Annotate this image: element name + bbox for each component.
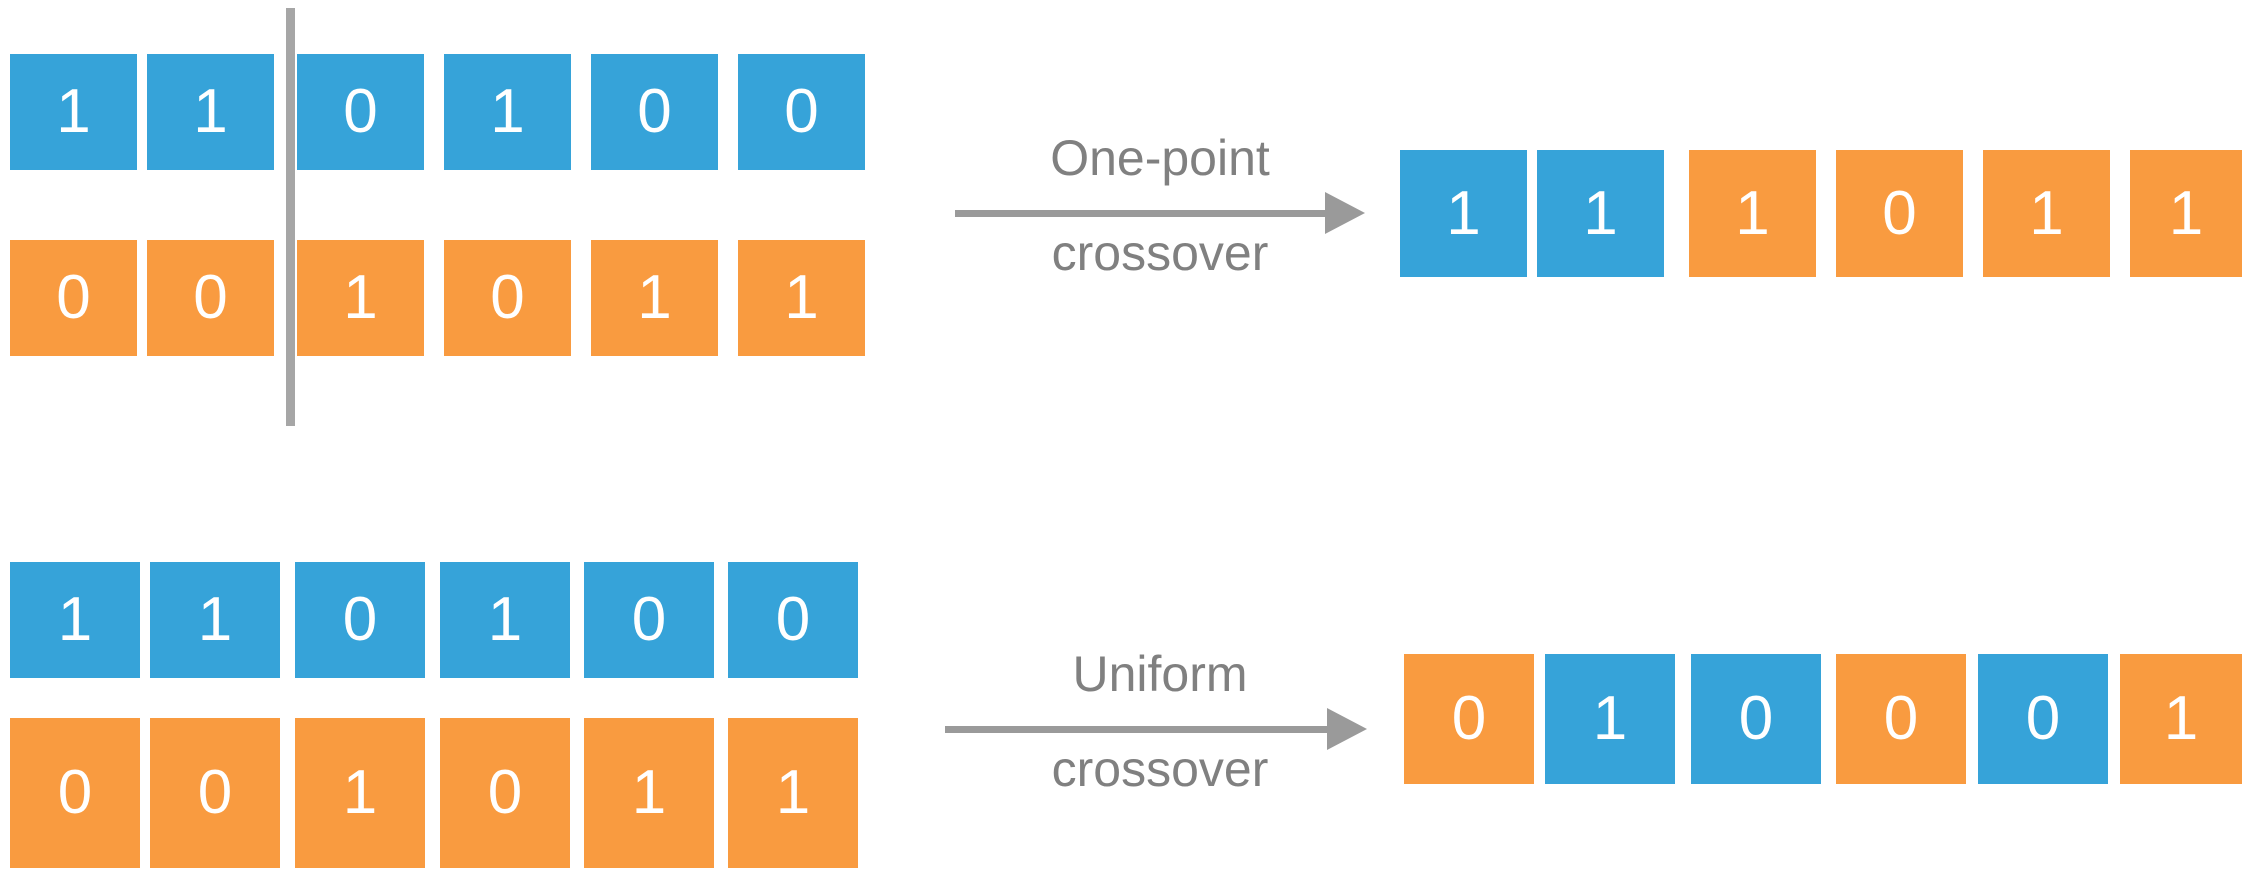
gene-cell: 1 — [1545, 654, 1675, 784]
gene-cell: 0 — [1691, 654, 1821, 784]
gene-cell: 0 — [1836, 150, 1963, 277]
operator-label-line2: crossover — [1051, 741, 1269, 797]
gene-cell: 1 — [2130, 150, 2242, 277]
gene-cell: 1 — [584, 718, 714, 868]
gene-cell: 0 — [1404, 654, 1534, 784]
gene-cell: 0 — [1978, 654, 2108, 784]
gene-cell: 0 — [591, 54, 718, 170]
arrow-head-icon — [1327, 708, 1367, 750]
gene-cell: 1 — [147, 54, 274, 170]
gene-cell: 0 — [738, 54, 865, 170]
gene-cell: 0 — [1836, 654, 1966, 784]
gene-cell: 1 — [738, 240, 865, 356]
gene-cell: 1 — [591, 240, 718, 356]
crossover-split-line — [286, 8, 295, 426]
arrow-head-icon — [1325, 192, 1365, 234]
gene-cell: 0 — [10, 240, 137, 356]
uniform-crossover-arrow-group: Uniform crossover — [945, 646, 1375, 811]
gene-cell: 1 — [150, 562, 280, 678]
arrow-shaft — [955, 210, 1333, 217]
gene-cell: 0 — [147, 240, 274, 356]
arrow-shaft — [945, 726, 1335, 733]
gene-cell: 1 — [728, 718, 858, 868]
gene-cell: 1 — [295, 718, 425, 868]
gene-cell: 0 — [150, 718, 280, 868]
gene-cell: 1 — [1983, 150, 2110, 277]
operator-label-line1: Uniform — [1072, 646, 1248, 702]
one-point-crossover-arrow-group: One-point crossover — [955, 130, 1365, 295]
gene-cell: 1 — [444, 54, 571, 170]
gene-cell: 0 — [584, 562, 714, 678]
gene-cell: 1 — [440, 562, 570, 678]
gene-cell: 1 — [1689, 150, 1816, 277]
operator-label-line1: One-point — [1050, 130, 1270, 186]
gene-cell: 0 — [297, 54, 424, 170]
gene-cell: 1 — [2120, 654, 2242, 784]
gene-cell: 0 — [295, 562, 425, 678]
gene-cell: 0 — [10, 718, 140, 868]
operator-label-line2: crossover — [1051, 225, 1269, 281]
gene-cell: 1 — [297, 240, 424, 356]
gene-cell: 1 — [1537, 150, 1664, 277]
gene-cell: 1 — [1400, 150, 1527, 277]
gene-cell: 0 — [444, 240, 571, 356]
gene-cell: 1 — [10, 562, 140, 678]
gene-cell: 0 — [728, 562, 858, 678]
gene-cell: 0 — [440, 718, 570, 868]
gene-cell: 1 — [10, 54, 137, 170]
